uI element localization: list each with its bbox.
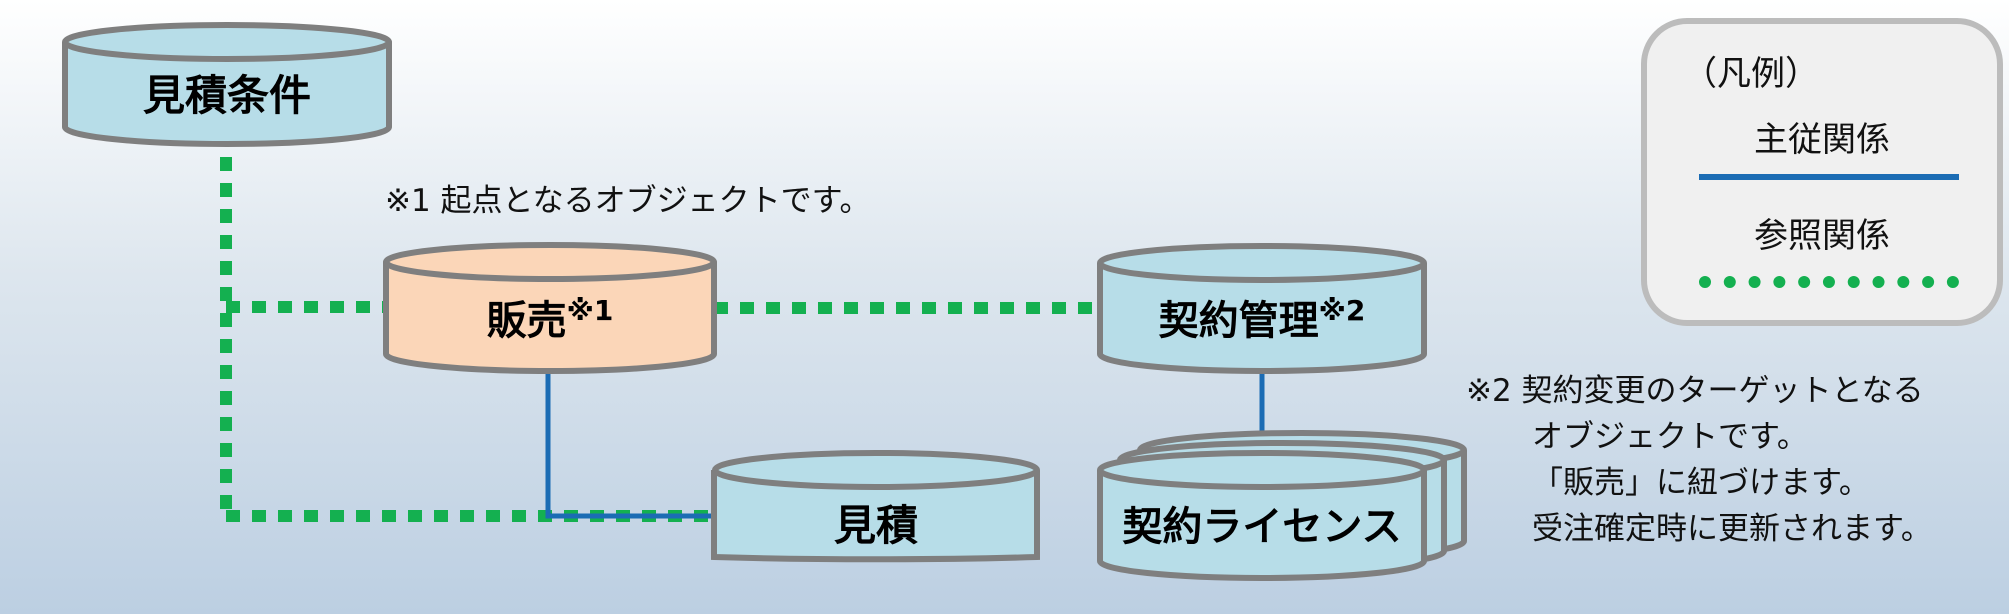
node-label-mitsumori-joken: 見積条件 [143, 71, 311, 120]
note-2: ※2 契約変更のターゲットとなる オブジェクトです。 「販売」に紐づけます。 受… [1466, 368, 1932, 552]
node-mitsumori-joken[interactable] [62, 22, 392, 147]
main-connectors [545, 372, 1265, 519]
node-label-keiyaku-license: 契約ライセンス [1122, 504, 1401, 550]
note-2-line-3: 「販売」に紐づけます。 [1532, 465, 1870, 501]
legend-title: （凡例） [1683, 54, 1819, 94]
note-2-line-1: ※2 契約変更のターゲットとなる [1466, 373, 1924, 409]
license-stack-front [1097, 470, 1427, 581]
legend-reference-relation-line [1699, 276, 1959, 288]
legend-reference-relation-label: 参照関係 [1754, 216, 1890, 256]
note-2-line-2: オブジェクトです。 [1532, 419, 1808, 455]
node-mitsumori[interactable] [711, 450, 1040, 563]
node-keiyaku-kanri[interactable] [1097, 243, 1427, 374]
node-label-hanbai: 販売※1 [487, 294, 614, 344]
note-1: ※1 起点となるオブジェクトです。 [385, 183, 871, 219]
legend: （凡例） 主従関係 参照関係 [1641, 18, 2003, 326]
reference-connectors [220, 157, 1098, 522]
license-stack-front-top [1097, 450, 1427, 490]
note-2-line-4: 受注確定時に更新されます。 [1532, 511, 1932, 547]
node-label-mitsumori: 見積 [834, 501, 918, 550]
node-hanbai[interactable] [383, 242, 717, 374]
legend-main-relation-label: 主従関係 [1754, 120, 1890, 160]
node-keiyaku-license[interactable] [1097, 430, 1467, 581]
node-label-keiyaku-kanri: 契約管理※2 [1159, 294, 1366, 344]
main-line-hanbai-mitsumori [545, 372, 714, 519]
legend-main-relation-line [1699, 174, 1959, 180]
